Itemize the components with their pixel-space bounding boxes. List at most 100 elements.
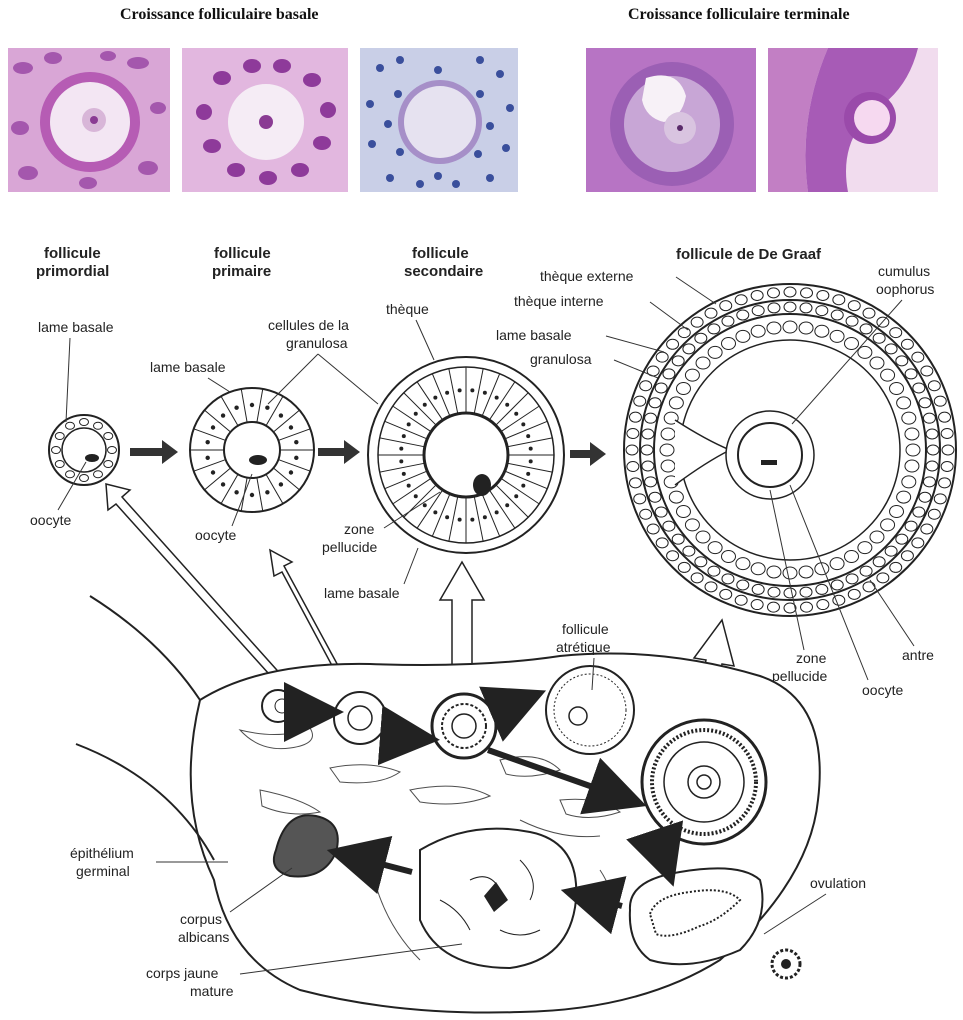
cell <box>660 444 674 456</box>
cell <box>901 339 913 349</box>
cell <box>934 494 946 504</box>
cell-nucleus <box>521 484 525 488</box>
cell <box>685 369 699 381</box>
label-zone-pellucide-2: pellucide <box>322 539 377 555</box>
cell <box>736 558 750 570</box>
cell <box>858 542 872 554</box>
label-corpus-albicans-2: albicans <box>178 929 229 945</box>
cell-nucleus <box>279 413 283 417</box>
cell <box>663 369 675 379</box>
cell-nucleus <box>205 440 209 444</box>
cell-nucleus <box>294 456 298 460</box>
cell <box>768 303 780 313</box>
cell <box>890 328 902 338</box>
cell-nucleus <box>250 403 254 407</box>
cell <box>52 447 61 454</box>
label-ovulation: ovulation <box>810 875 866 891</box>
cell <box>735 295 747 305</box>
cell <box>752 306 764 316</box>
cell-nucleus <box>221 413 225 417</box>
graafian-follicle <box>624 284 956 616</box>
cell <box>845 337 859 349</box>
cell <box>896 356 908 366</box>
cell-nucleus <box>458 518 462 522</box>
label-cumulus-2: oophorus <box>876 281 934 297</box>
cell <box>784 302 796 312</box>
cell <box>737 580 749 590</box>
cell <box>873 557 885 567</box>
cell <box>846 316 858 326</box>
cell <box>877 573 889 583</box>
cell <box>921 366 933 376</box>
cell <box>720 301 732 311</box>
title-primary: follicule <box>214 245 271 262</box>
title-primordial-2: primordial <box>36 263 109 280</box>
cell-nucleus <box>205 456 209 460</box>
cell-nucleus <box>211 425 215 429</box>
cell <box>928 509 940 519</box>
cell <box>941 428 953 438</box>
label-antre: antre <box>902 647 934 663</box>
label-lame-basale-3: lame basale <box>324 585 400 601</box>
cell <box>642 429 654 439</box>
cell <box>817 290 829 300</box>
cell <box>941 462 953 472</box>
cell <box>645 413 657 423</box>
label-epithelium-1: épithélium <box>70 845 134 861</box>
cell <box>647 524 659 534</box>
cell-nucleus <box>407 484 411 488</box>
cell <box>801 602 813 612</box>
cell-nucleus <box>526 434 530 438</box>
cell <box>912 538 924 548</box>
label-follicule-atretique-2: atrétique <box>556 639 611 655</box>
cell <box>767 288 779 298</box>
label-epithelium-2: germinal <box>76 863 130 879</box>
label-corpus-albicans-1: corpus <box>180 911 222 927</box>
cell <box>913 507 925 517</box>
cell <box>800 587 812 597</box>
cell <box>919 492 931 502</box>
cell <box>833 295 845 305</box>
cell-nucleus <box>399 459 403 463</box>
cell <box>881 369 895 381</box>
cell <box>939 412 951 422</box>
cell <box>905 369 917 379</box>
label-theque: thèque <box>386 301 429 317</box>
cell-nucleus <box>399 447 403 451</box>
cell <box>860 324 872 334</box>
cell <box>696 531 710 543</box>
cell-nucleus <box>234 490 238 494</box>
cell <box>627 428 639 438</box>
cell <box>695 557 707 567</box>
cell <box>831 580 843 590</box>
cell-nucleus <box>505 403 509 407</box>
cell <box>678 562 690 572</box>
cell-nucleus <box>470 518 474 522</box>
cell <box>885 546 897 556</box>
cell <box>705 308 717 318</box>
label-zone-pellucide-4: pellucide <box>772 668 827 684</box>
cell <box>751 600 763 610</box>
cell <box>919 398 931 408</box>
cell <box>708 324 720 334</box>
cell <box>863 582 875 592</box>
cell <box>676 506 690 518</box>
cell <box>641 445 653 455</box>
label-corps-jaune-2: mature <box>190 983 234 999</box>
cell <box>55 461 64 468</box>
cell-nucleus <box>289 425 293 429</box>
cell-nucleus <box>294 440 298 444</box>
cell <box>830 330 844 342</box>
cell <box>870 357 884 369</box>
cell-nucleus <box>402 434 406 438</box>
cell-nucleus <box>265 406 269 410</box>
cell <box>626 445 638 455</box>
cell <box>645 477 657 487</box>
cell-nucleus <box>265 490 269 494</box>
title-secondary-2: secondaire <box>404 263 483 280</box>
cell <box>928 381 940 391</box>
cell <box>94 422 103 429</box>
cell <box>80 475 89 482</box>
primordial-follicle <box>49 415 119 485</box>
cell <box>897 491 911 503</box>
